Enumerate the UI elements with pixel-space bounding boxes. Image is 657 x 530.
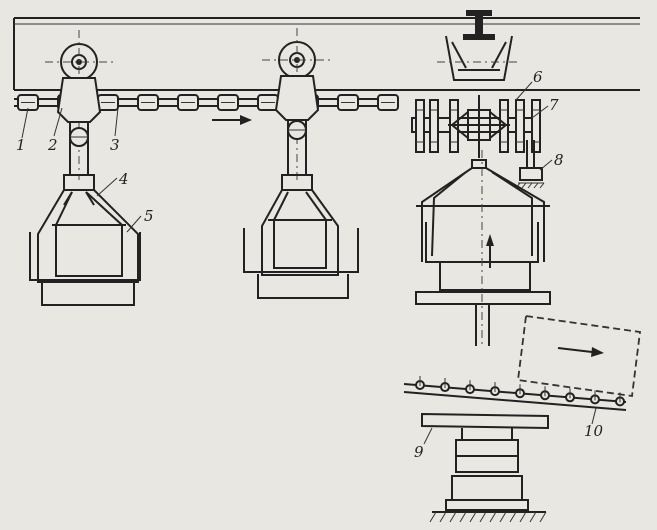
trolley-left (45, 30, 115, 180)
guide-roller-band (500, 109, 508, 143)
svg-text:6: 6 (533, 68, 543, 86)
svg-text:8: 8 (554, 151, 564, 169)
svg-text:2: 2 (47, 136, 58, 154)
label-10: 10 (584, 407, 604, 440)
label-9: 9 (414, 427, 433, 461)
label-6: 6 (515, 68, 543, 101)
roller-row (411, 95, 541, 158)
guide-roller (531, 99, 541, 153)
workpiece-right (243, 228, 359, 299)
svg-text:5: 5 (144, 207, 154, 225)
guide-roller-band (430, 109, 438, 143)
guide-roller-band (416, 109, 424, 143)
roller-conveyor (403, 376, 627, 411)
svg-text:10: 10 (584, 422, 604, 440)
label-5: 5 (126, 207, 154, 233)
label-8: 8 (539, 151, 564, 171)
trolley-right (262, 28, 334, 180)
label-2: 2 (47, 107, 63, 154)
label-4: 4 (96, 170, 129, 197)
guide-roller (429, 99, 439, 153)
label-1: 1 (16, 107, 29, 154)
label-3: 3 (110, 107, 120, 154)
svg-text:7: 7 (549, 96, 559, 114)
guide-roller (415, 99, 425, 153)
guide-roller (515, 99, 525, 153)
svg-text:9: 9 (414, 443, 424, 461)
hanger-left (37, 174, 139, 283)
guide-roller-band (450, 109, 458, 143)
motion-arrow (212, 115, 252, 125)
conveyor-beam (13, 17, 640, 91)
workpiece-left (29, 232, 141, 306)
svg-text:3: 3 (110, 136, 120, 154)
lift-table (421, 412, 549, 523)
svg-text:1: 1 (16, 136, 26, 154)
guide-roller-band (516, 109, 524, 143)
transfer-hanger (415, 150, 551, 346)
svg-text:4: 4 (118, 170, 129, 188)
rail-profile (437, 10, 521, 81)
hanger-right (261, 174, 339, 276)
lifted-workpiece (516, 314, 642, 398)
stop-support (515, 140, 545, 189)
label-7: 7 (531, 96, 559, 119)
